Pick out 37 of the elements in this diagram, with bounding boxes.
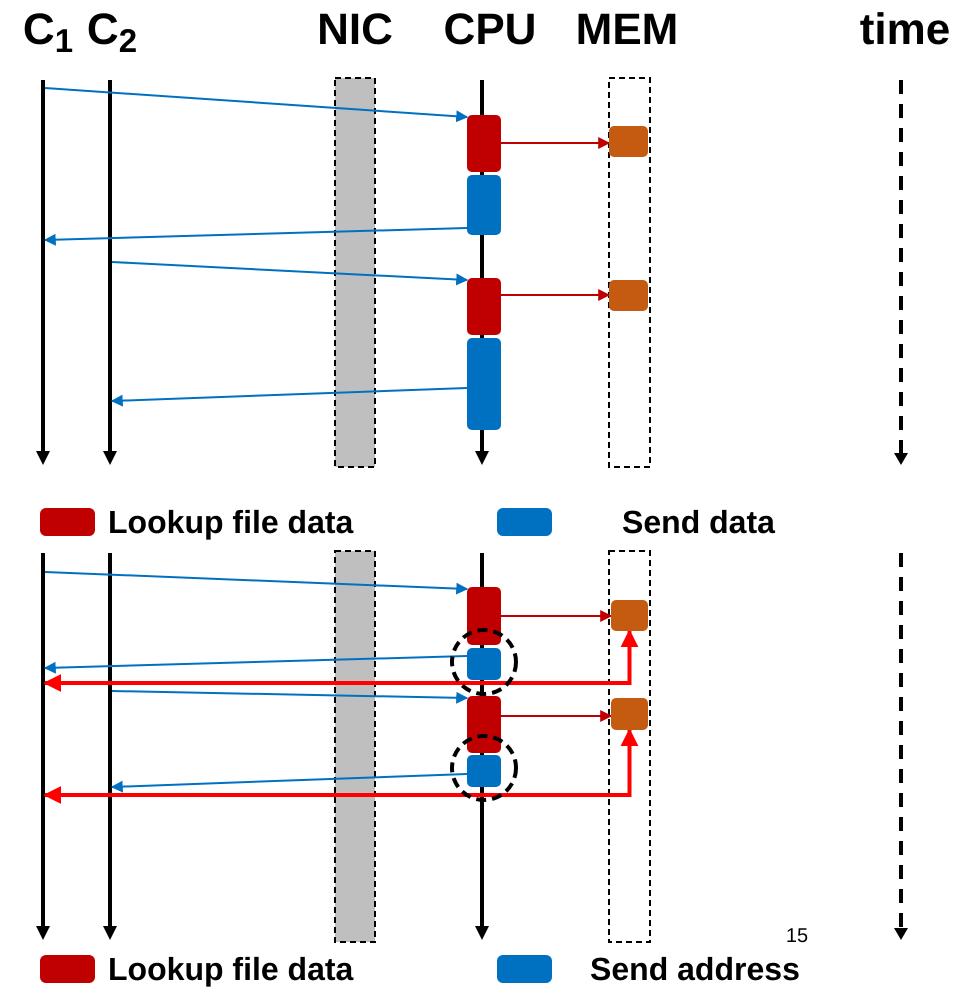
legend-text: Send address bbox=[590, 953, 800, 985]
message-arrow bbox=[44, 571, 468, 595]
task-block bbox=[467, 587, 501, 645]
task-block bbox=[609, 280, 648, 311]
message-arrow bbox=[43, 629, 638, 692]
column-heading: C$_{1}$ bbox=[22, 8, 74, 52]
message-arrow bbox=[43, 728, 638, 804]
message-arrow bbox=[44, 227, 468, 246]
page-number: 15 bbox=[786, 926, 808, 946]
message-arrow bbox=[501, 710, 612, 722]
task-block bbox=[609, 126, 648, 157]
task-block bbox=[467, 696, 501, 753]
axis-label: time bbox=[860, 8, 950, 52]
column-heading: C$_{2}$ bbox=[86, 8, 138, 52]
message-arrow bbox=[44, 87, 468, 122]
task-block bbox=[467, 648, 501, 680]
message-arrow bbox=[501, 137, 610, 149]
task-block bbox=[467, 278, 501, 335]
message-arrow bbox=[501, 610, 612, 622]
message-arrow bbox=[44, 655, 468, 674]
task-block bbox=[467, 755, 501, 787]
legend-text: Lookup file data bbox=[108, 506, 354, 538]
message-arrow bbox=[501, 289, 610, 301]
task-block bbox=[611, 698, 648, 730]
task-block bbox=[467, 338, 501, 430]
message-arrow bbox=[110, 773, 468, 793]
column-heading: CPU bbox=[444, 8, 536, 52]
task-block bbox=[467, 175, 501, 235]
legend-text: Lookup file data bbox=[108, 953, 354, 985]
task-block bbox=[611, 600, 648, 631]
legend-text: Send data bbox=[622, 506, 775, 538]
message-arrow bbox=[112, 261, 468, 286]
column-heading: NIC bbox=[317, 8, 393, 52]
task-block bbox=[467, 115, 501, 172]
message-arrow bbox=[110, 387, 468, 407]
message-arrow bbox=[112, 690, 468, 704]
column-heading: MEM bbox=[576, 8, 678, 52]
